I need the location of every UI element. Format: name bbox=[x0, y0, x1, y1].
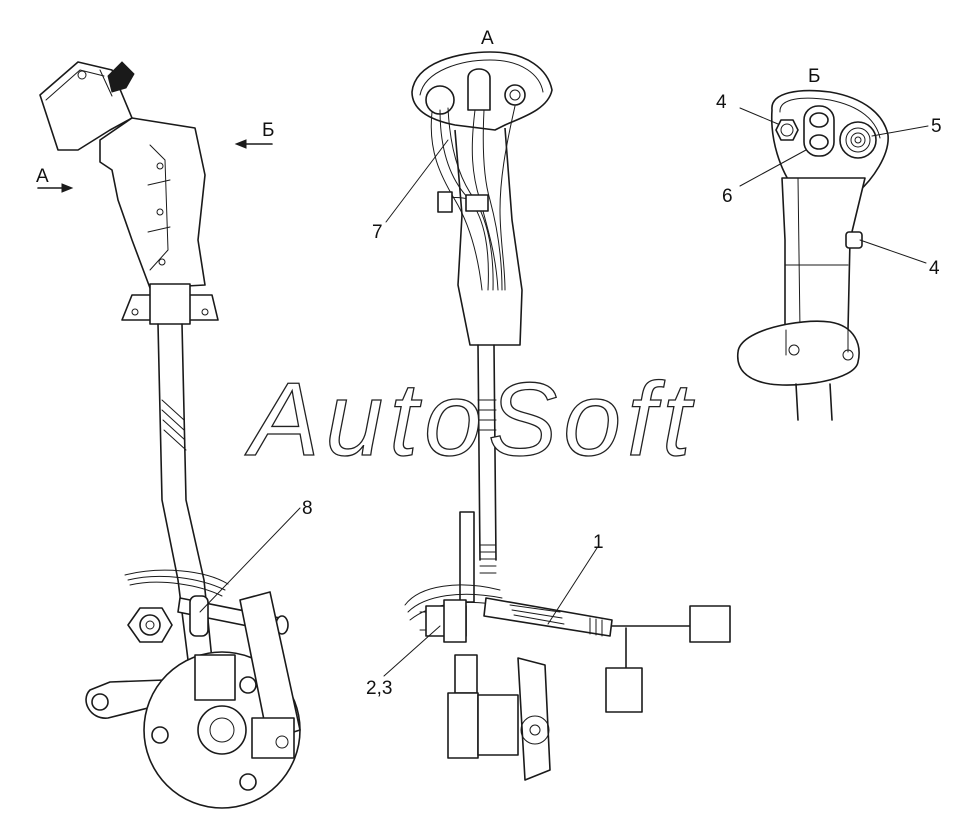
view-b-left-label: Б bbox=[262, 120, 274, 141]
leader-lines bbox=[199, 107, 929, 677]
callout-5: 5 bbox=[931, 116, 942, 137]
watermark-text: AutoSoft bbox=[244, 362, 697, 478]
callout-2-3: 2,3 bbox=[366, 678, 392, 699]
callout-4-right: 4 bbox=[929, 258, 940, 279]
view-a-top-label: А bbox=[481, 28, 494, 49]
callout-8: 8 bbox=[302, 498, 313, 519]
direction-arrow-a bbox=[37, 183, 74, 193]
callout-7: 7 bbox=[372, 222, 383, 243]
callout-4-top: 4 bbox=[716, 92, 727, 113]
direction-arrow-b bbox=[234, 139, 273, 149]
view-a-left-label: А bbox=[36, 166, 49, 187]
middle-joystick-view-a bbox=[404, 51, 731, 781]
right-handle-view-b bbox=[736, 89, 889, 421]
view-b-top-label: Б bbox=[808, 66, 820, 87]
callout-1: 1 bbox=[593, 532, 604, 553]
callout-6: 6 bbox=[722, 186, 733, 207]
left-joystick-side-view bbox=[39, 61, 301, 809]
